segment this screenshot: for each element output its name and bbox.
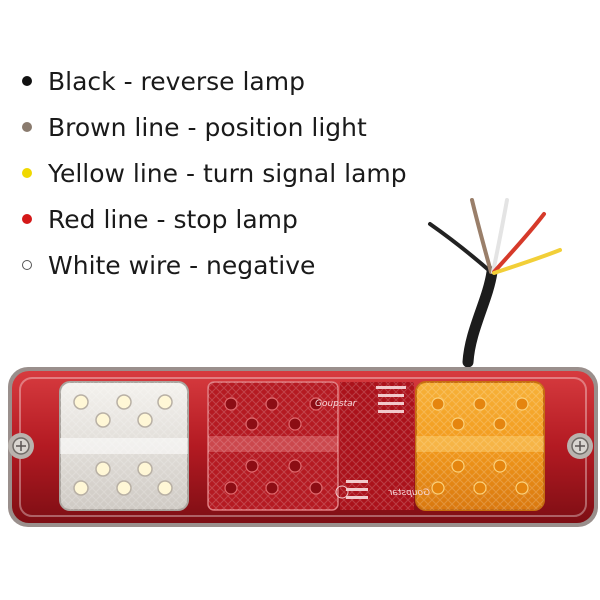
- black-wire: [462, 266, 498, 368]
- yellow-dot-icon: [22, 168, 32, 178]
- legend-label: Red line - stop lamp: [48, 204, 298, 234]
- wire-legend: Black - reverse lamp Brown line - positi…: [22, 58, 407, 288]
- legend-item-brown: Brown line - position light: [22, 104, 407, 150]
- black-wire-lead: [428, 222, 493, 274]
- legend-item-black: Black - reverse lamp: [22, 58, 407, 104]
- turn-signal-lens: [415, 381, 545, 511]
- white-wire-lead: [491, 198, 509, 274]
- brand-logo-mirrored: Goupstar: [387, 488, 430, 498]
- wire-bundle: [428, 198, 562, 368]
- screw-icon: [567, 433, 593, 459]
- legend-item-yellow: Yellow line - turn signal lamp: [22, 150, 407, 196]
- screw-icon: [8, 433, 34, 459]
- stop-lamp-lens: [207, 381, 339, 511]
- legend-item-red: Red line - stop lamp: [22, 196, 407, 242]
- brand-logo: Goupstar: [315, 399, 358, 409]
- legend-label: White wire - negative: [48, 250, 316, 280]
- black-dot-icon: [22, 76, 32, 86]
- legend-label: Brown line - position light: [48, 112, 367, 142]
- red-dot-icon: [22, 214, 32, 224]
- legend-label: Black - reverse lamp: [48, 66, 305, 96]
- yellow-wire-lead: [492, 248, 562, 275]
- red-wire-lead: [492, 212, 546, 274]
- center-reflector: [335, 382, 431, 510]
- brown-dot-icon: [22, 122, 32, 132]
- legend-label: Yellow line - turn signal lamp: [48, 158, 407, 188]
- brown-wire-lead: [470, 198, 493, 274]
- tail-light-body: Goupstar Goupstar: [8, 367, 598, 527]
- white-dot-icon: [22, 260, 32, 270]
- reverse-lamp-lens: [59, 381, 189, 511]
- legend-item-white: White wire - negative: [22, 242, 407, 288]
